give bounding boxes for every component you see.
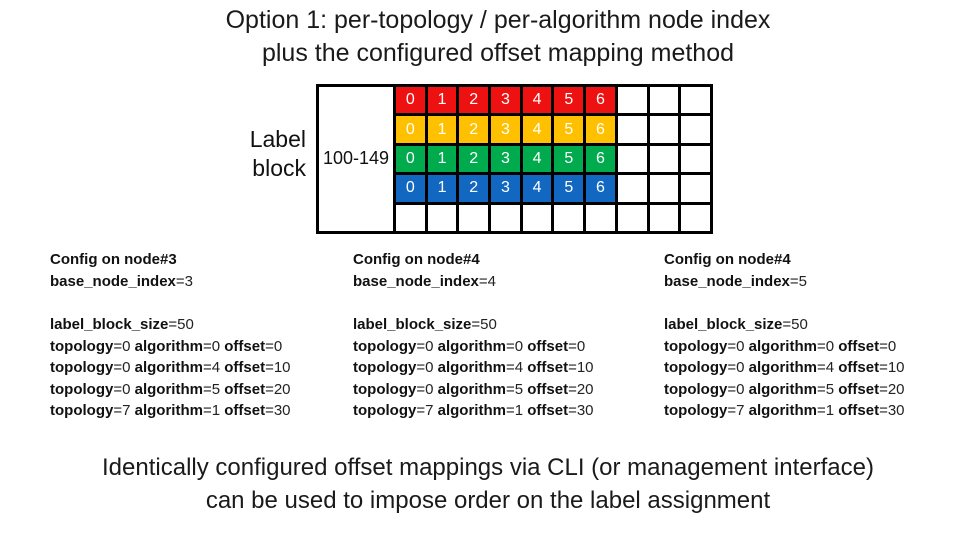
empty-cell	[646, 83, 682, 117]
empty-cell	[551, 201, 587, 234]
label-slot-green-row-5: 5	[551, 142, 587, 176]
empty-cell	[678, 142, 713, 176]
config-base: base_node_index=5	[664, 272, 807, 290]
empty-cell	[488, 201, 523, 234]
label-slot-red-row-1: 1	[424, 83, 460, 117]
label-slot-green-row-6: 6	[583, 142, 618, 176]
empty-row	[318, 201, 713, 234]
label-slot-red-row-0: 0	[393, 83, 428, 117]
empty-cell	[614, 172, 650, 205]
label-block-caption-line1: Label	[249, 126, 306, 152]
label-slot-red-row-3: 3	[488, 83, 523, 117]
label-slot-blue-row-4: 4	[519, 172, 555, 205]
label-slot-yellow-row-1: 1	[424, 113, 460, 146]
config-lines: label_block_size=50 topology=0 algorithm=…	[353, 314, 653, 422]
config-line: topology=7 algorithm=1 offset=30	[353, 402, 594, 419]
label-slot-yellow-row-2: 2	[456, 113, 492, 146]
slide-title: Option 1: per-topology / per-algorithm n…	[38, 4, 958, 70]
config-line: topology=7 algorithm=1 offset=30	[50, 402, 291, 419]
label-slot-blue-row-2: 2	[456, 172, 492, 205]
label-slot-green-row-1: 1	[424, 142, 460, 176]
label-slot-red-row-4: 4	[519, 83, 555, 117]
label-slot-red-row-2: 2	[456, 83, 492, 117]
label-slot-red-row-6: 6	[583, 83, 618, 117]
footer-note-line2: can be used to impose order on the label…	[205, 486, 771, 514]
empty-cell	[614, 113, 650, 146]
label-slot-blue-row-6: 6	[583, 172, 618, 205]
label-slot-blue-row-1: 1	[424, 172, 460, 205]
config-line: topology=0 algorithm=5 offset=20	[664, 380, 905, 398]
config-line: label_block_size=50	[353, 316, 497, 333]
config-line: topology=7 algorithm=1 offset=30	[664, 402, 905, 419]
empty-cell	[678, 83, 713, 117]
empty-cell	[646, 142, 682, 176]
empty-cell	[456, 201, 492, 234]
config-gap	[664, 292, 960, 314]
config-block: Config on node#4 base_node_index=4 label…	[353, 249, 653, 422]
empty-cell	[614, 201, 650, 234]
config-block: Config on node#4 base_node_index=5 label…	[664, 249, 960, 422]
config-line: topology=0 algorithm=0 offset=0	[50, 337, 283, 355]
config-block: Config on node#3 base_node_index=3 label…	[50, 249, 350, 422]
empty-cell	[519, 201, 555, 234]
config-lines: label_block_size=50 topology=0 algorithm=…	[50, 314, 350, 422]
empty-cell	[646, 113, 682, 146]
empty-cell	[583, 201, 618, 234]
empty-cell	[678, 172, 713, 205]
config-base: base_node_index=4	[353, 272, 496, 290]
label-slot-green-row-3: 3	[488, 142, 523, 176]
label-slot-blue-row-3: 3	[488, 172, 523, 205]
config-line: topology=0 algorithm=5 offset=20	[50, 380, 291, 398]
label-slot-blue-row-5: 5	[551, 172, 587, 205]
config-line: topology=0 algorithm=4 offset=10	[50, 359, 291, 376]
empty-cell	[646, 172, 682, 205]
empty-cell	[614, 142, 650, 176]
label-slot-green-row-0: 0	[393, 142, 428, 176]
label-slot-green-row-2: 2	[456, 142, 492, 176]
config-base: base_node_index=3	[50, 272, 193, 290]
empty-cell	[614, 83, 650, 117]
label-slot-yellow-row-5: 5	[551, 113, 587, 146]
label-slot-yellow-row-6: 6	[583, 113, 618, 146]
label-slot-yellow-row-3: 3	[488, 113, 523, 146]
empty-cell	[646, 201, 682, 234]
empty-cell	[424, 201, 460, 234]
footer-note: Identically configured offset mappings v…	[16, 452, 960, 517]
config-line: topology=0 algorithm=0 offset=0	[353, 337, 586, 355]
config-header: Config on node#3	[50, 251, 177, 268]
config-header: Config on node#4	[664, 251, 791, 268]
config-header: Config on node#4	[353, 251, 480, 268]
config-line: topology=0 algorithm=4 offset=10	[664, 359, 905, 376]
label-slot-yellow-row-4: 4	[519, 113, 555, 146]
empty-cell	[393, 201, 428, 234]
config-line: topology=0 algorithm=5 offset=20	[353, 380, 594, 398]
config-line: topology=0 algorithm=4 offset=10	[353, 359, 594, 376]
slide-title-line1: Option 1: per-topology / per-algorithm n…	[225, 6, 771, 34]
label-slot-green-row-4: 4	[519, 142, 555, 176]
config-gap	[50, 292, 350, 314]
slide-title-line2: plus the configured offset mapping metho…	[261, 39, 735, 67]
label-slot-yellow-row-0: 0	[393, 113, 428, 146]
config-lines: label_block_size=50 topology=0 algorithm=…	[664, 314, 960, 422]
footer-note-line1: Identically configured offset mappings v…	[102, 454, 874, 481]
empty-cell	[678, 113, 713, 146]
config-line: label_block_size=50	[50, 316, 194, 333]
label-slot-blue-row-0: 0	[393, 172, 428, 205]
config-line: topology=0 algorithm=0 offset=0	[664, 337, 897, 355]
label-block-caption-line2: block	[252, 155, 306, 181]
config-line: label_block_size=50	[664, 316, 808, 333]
config-gap	[353, 292, 653, 314]
label-block-caption: Label block	[186, 125, 306, 183]
empty-cell	[678, 201, 713, 234]
label-range-cell: 100-149	[316, 84, 396, 234]
label-slot-red-row-5: 5	[551, 83, 587, 117]
